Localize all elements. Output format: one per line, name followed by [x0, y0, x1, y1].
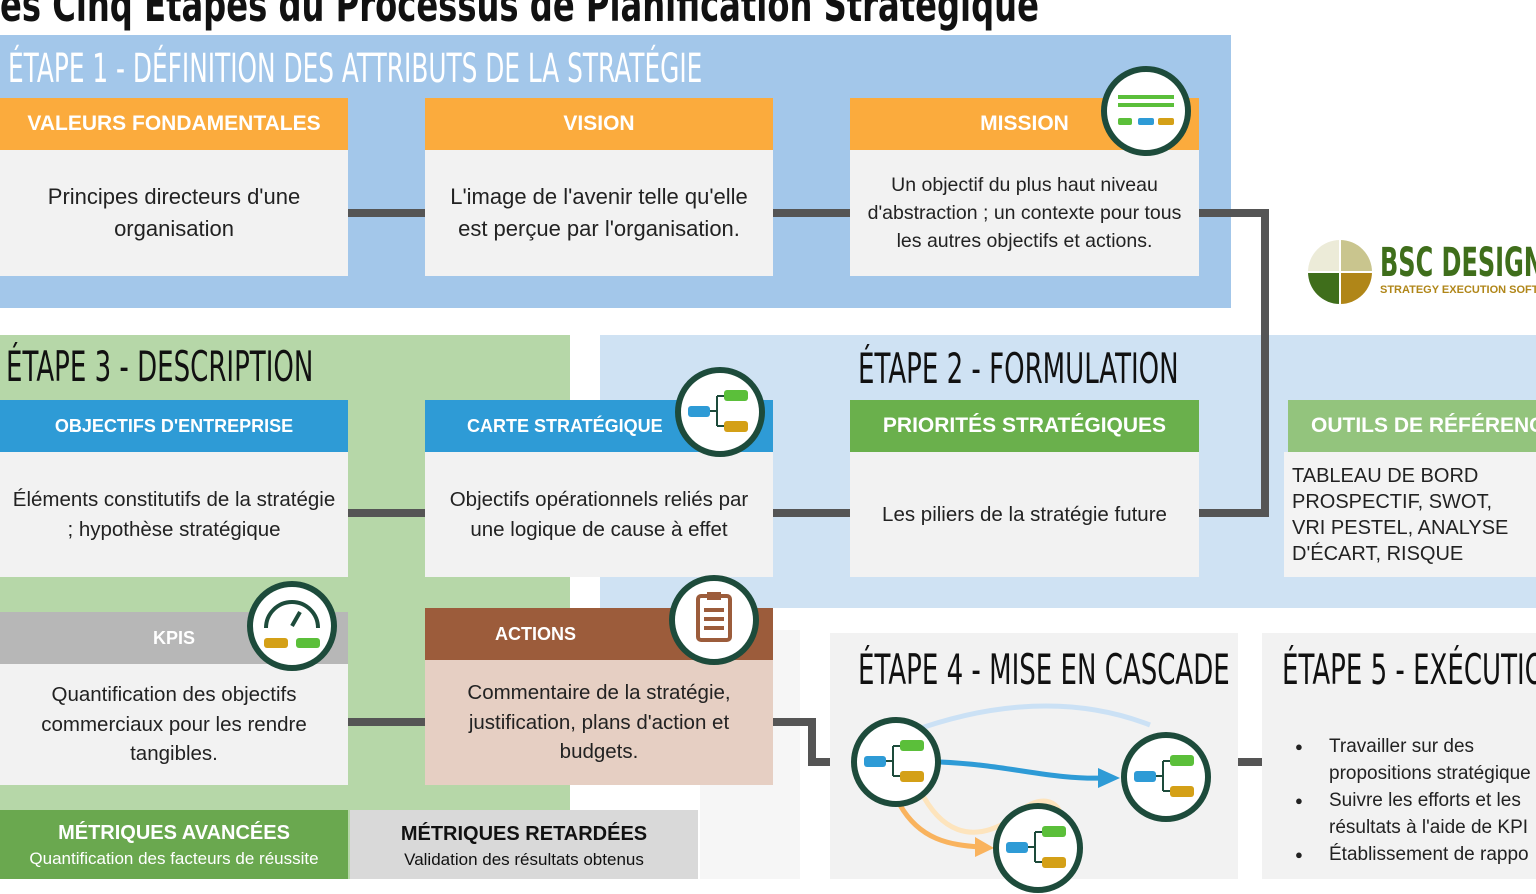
- logo-tagline: STRATEGY EXECUTION SOFT: [1380, 284, 1536, 296]
- stage2-title: ÉTAPE 2 - FORMULATION: [858, 344, 1179, 393]
- page-title: es Cinq Étapes du Processus de Planifica…: [0, 0, 1039, 32]
- stage1-title: ÉTAPE 1 - DÉFINITION DES ATTRIBUTS DE LA…: [8, 46, 703, 92]
- document-lines-icon: [1101, 66, 1191, 156]
- stage5-list: Travailler sur des propositions stratégi…: [1295, 733, 1531, 868]
- logo-name: BSC DESIGN: [1380, 240, 1536, 286]
- business-goals-body: Éléments constitutifs de la stratégie ; …: [0, 452, 348, 577]
- strategy-map-icon: [1121, 732, 1211, 822]
- list-item: Établissement de rappo: [1295, 841, 1531, 868]
- leading-metrics-subtitle: Quantification des facteurs de réussite: [29, 849, 319, 868]
- list-item: Suivre les efforts et les: [1295, 787, 1531, 814]
- business-goals-header: OBJECTIFS D'ENTREPRISE: [0, 400, 348, 452]
- list-item: Travailler sur des: [1295, 733, 1531, 760]
- priorities-body: Les piliers de la stratégie future: [850, 452, 1199, 577]
- bsc-logo-icon: [1308, 240, 1372, 304]
- clipboard-icon: [669, 575, 759, 665]
- tools-header: OUTILS DE RÉFÉRENC: [1288, 400, 1536, 452]
- strategy-map-body: Objectifs opérationnels reliés par une l…: [425, 452, 773, 577]
- lagging-metrics-subtitle: Validation des résultats obtenus: [404, 850, 644, 869]
- list-item-continued: propositions stratégique: [1329, 763, 1531, 784]
- mission-body: Un objectif du plus haut niveau d'abstra…: [850, 150, 1199, 276]
- gauge-icon: [247, 581, 337, 671]
- kpis-body: Quantification des objectifs commerciaux…: [0, 664, 348, 785]
- stage5-title: ÉTAPE 5 - EXÉCUTIO: [1282, 645, 1536, 694]
- leading-metrics-title: MÉTRIQUES AVANCÉES: [58, 822, 290, 844]
- core-values-header: VALEURS FONDAMENTALES: [0, 98, 348, 150]
- core-values-body: Principes directeurs d'une organisation: [0, 150, 348, 276]
- stage3-title: ÉTAPE 3 - DESCRIPTION: [6, 342, 314, 391]
- stage4-title: ÉTAPE 4 - MISE EN CASCADE: [858, 645, 1230, 694]
- strategy-map-icon: [675, 367, 765, 457]
- vision-header: VISION: [425, 98, 773, 150]
- priorities-header: PRIORITÉS STRATÉGIQUES: [850, 400, 1199, 452]
- strategy-map-icon: [851, 717, 941, 807]
- vision-body: L'image de l'avenir telle qu'elle est pe…: [425, 150, 773, 276]
- lagging-metrics: MÉTRIQUES RETARDÉES Validation des résul…: [350, 810, 698, 879]
- list-item-continued: résultats à l'aide de KPI: [1329, 817, 1529, 838]
- lagging-metrics-title: MÉTRIQUES RETARDÉES: [400, 823, 648, 845]
- tools-body: TABLEAU DE BORD PROSPECTIF, SWOT, VRI PE…: [1284, 452, 1536, 577]
- cascade-diagram: [897, 703, 1151, 857]
- strategy-map-icon: [993, 803, 1083, 893]
- actions-body: Commentaire de la stratégie, justificati…: [425, 660, 773, 785]
- leading-metrics: MÉTRIQUES AVANCÉES Quantification des fa…: [0, 810, 348, 879]
